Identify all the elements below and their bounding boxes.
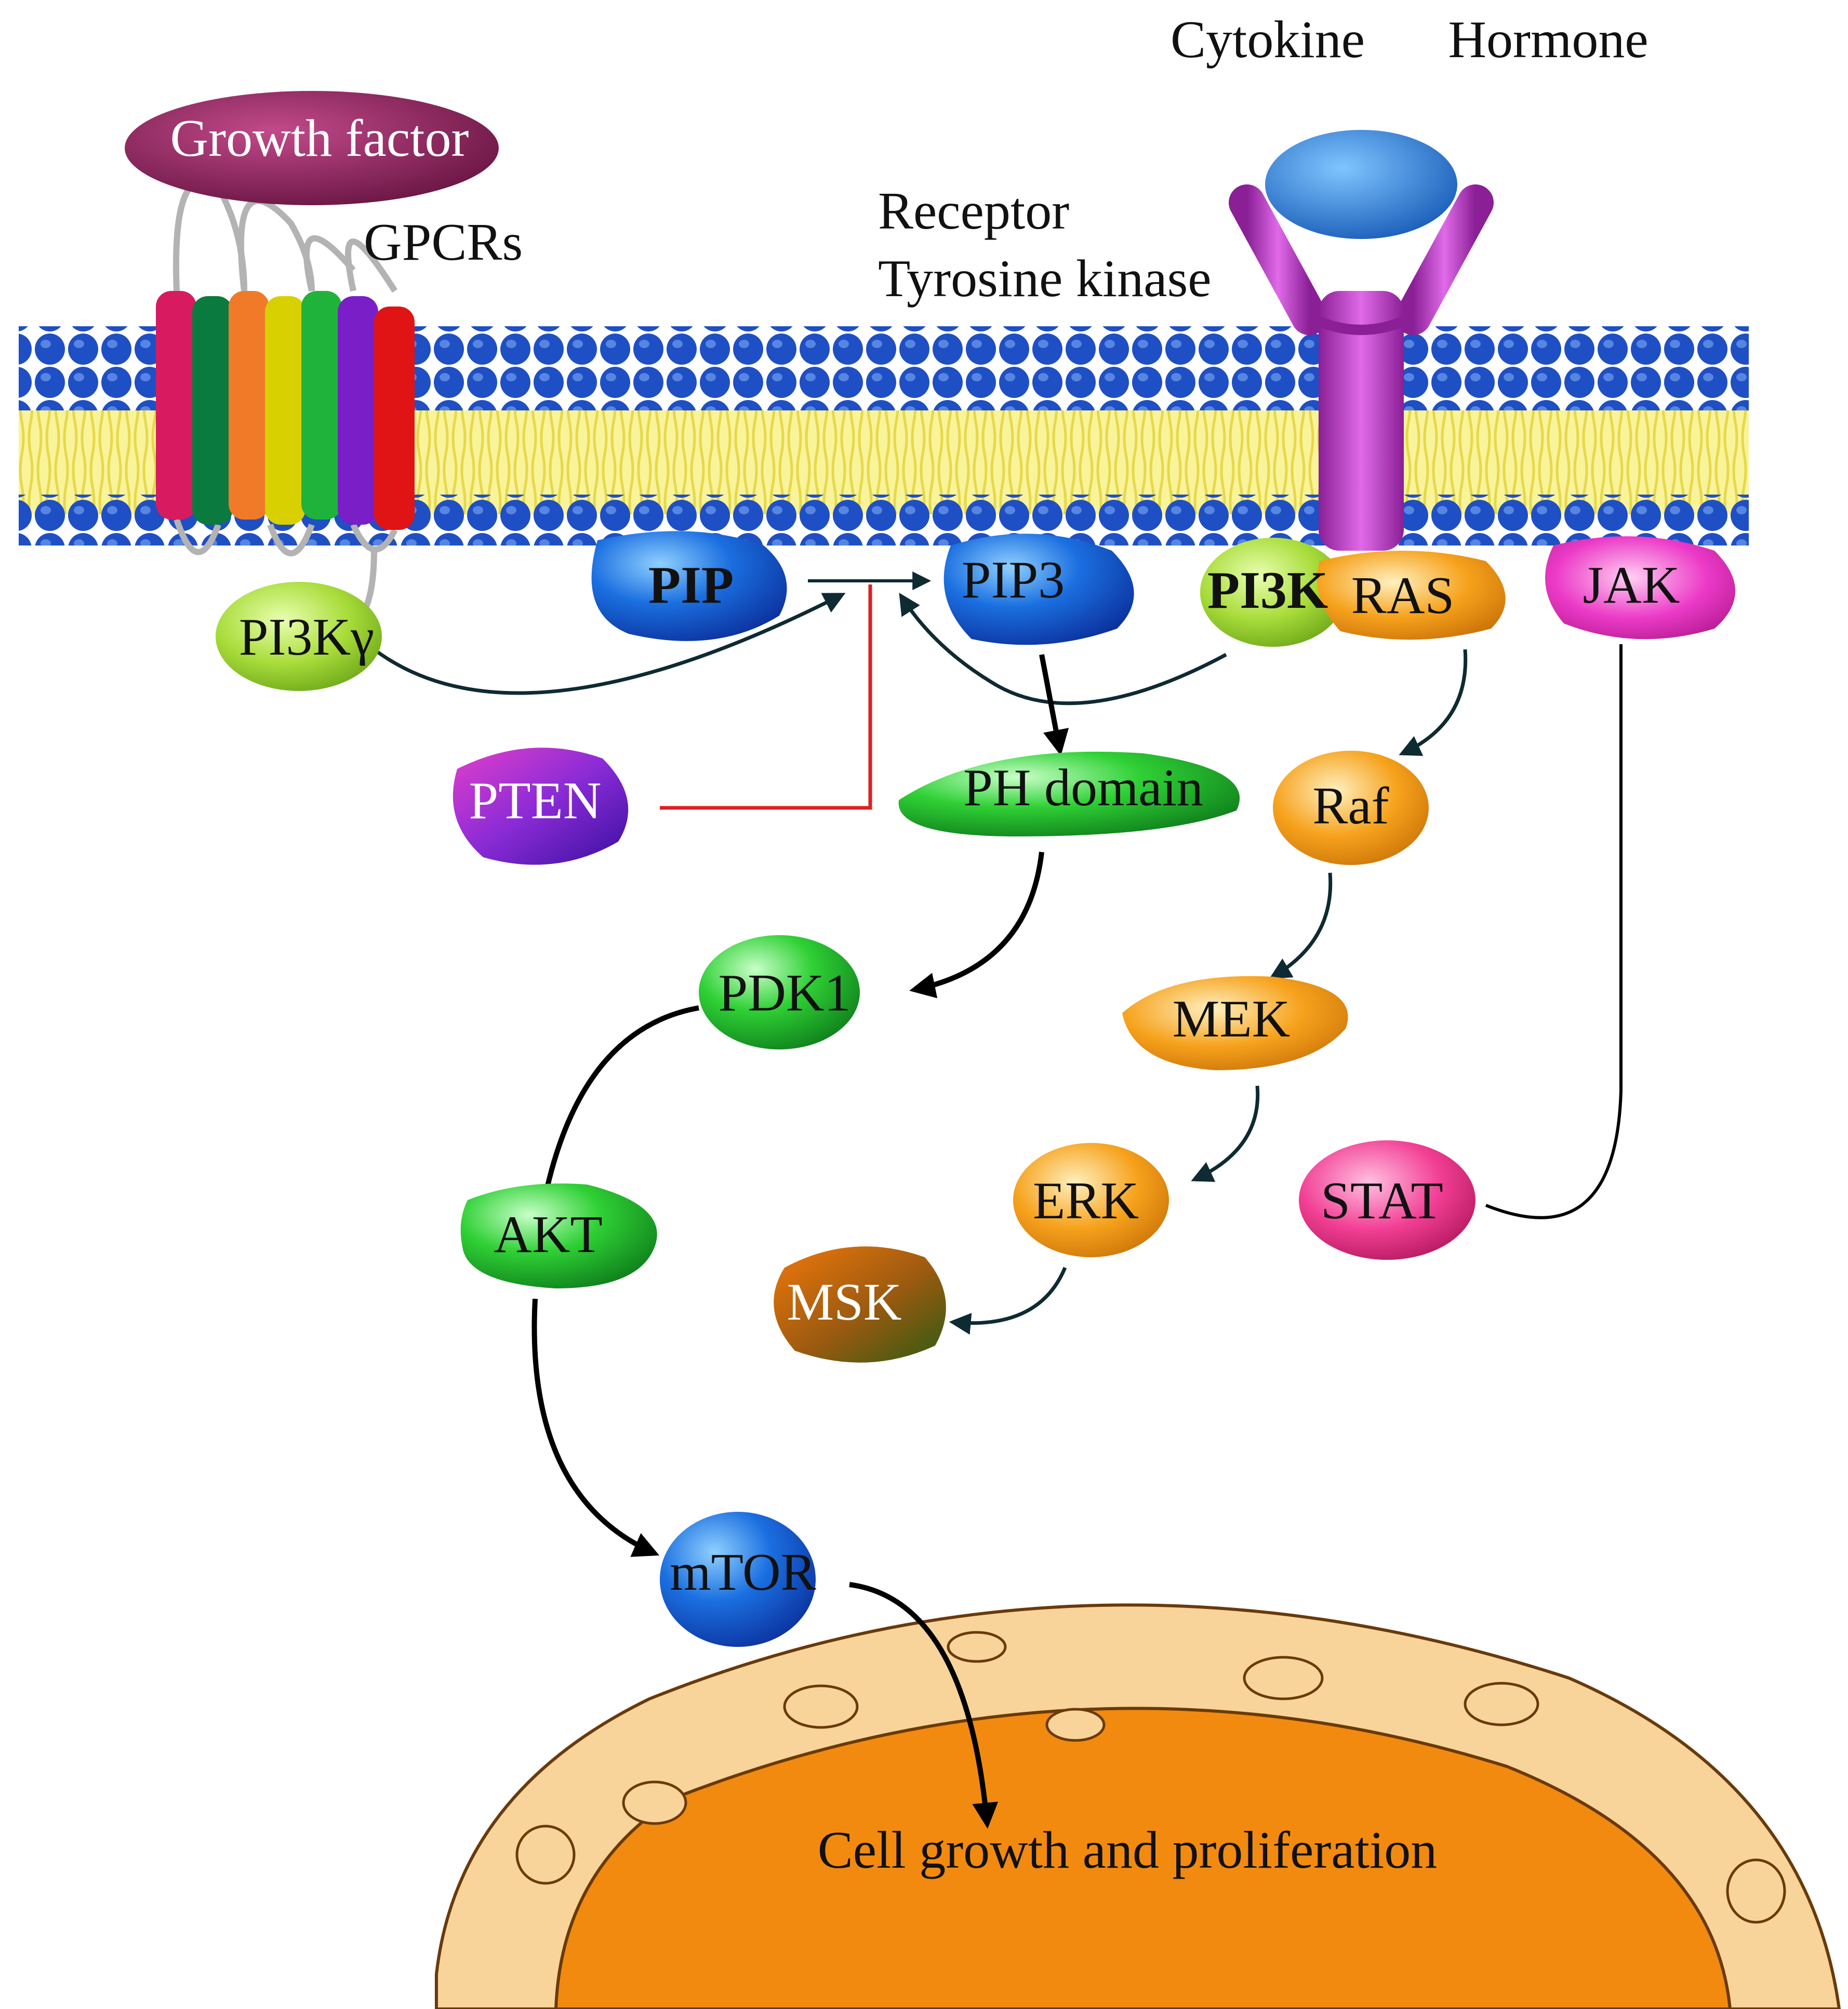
- protein-ras: RAS: [1317, 551, 1506, 640]
- growth-factor-ligand: Growth factor: [125, 91, 499, 205]
- protein-jak: JAK: [1545, 536, 1735, 640]
- protein-pip: PIP: [591, 531, 787, 641]
- cytokine-label: Cytokine: [1171, 10, 1365, 69]
- pi3k-gamma-arrow: [373, 593, 846, 695]
- protein-erk: ERK: [1013, 1143, 1169, 1257]
- hormone-label: Hormone: [1448, 10, 1648, 69]
- raf-label: Raf: [1312, 777, 1389, 835]
- protein-pi3k-gamma: PI3Kγ: [216, 582, 382, 691]
- protein-pten: PTEN: [453, 748, 629, 865]
- pten-label: PTEN: [469, 771, 602, 830]
- mtor-to-nucleus-arrow: [849, 1582, 999, 1829]
- tyrosine-kinase-label: Tyrosine kinase: [878, 249, 1212, 308]
- ras-to-raf-arrow: [1399, 649, 1468, 756]
- protein-mek: MEK: [1122, 976, 1348, 1070]
- akt-label: AKT: [494, 1205, 603, 1264]
- ph-domain-label: PH domain: [963, 759, 1203, 817]
- receptor-tyrosine-kinase: [1229, 130, 1494, 551]
- protein-akt: AKT: [460, 1183, 657, 1288]
- pip3-label: PIP3: [962, 551, 1065, 609]
- protein-pdk1: PDK1: [699, 935, 860, 1049]
- pi3k-label: PI3K: [1207, 561, 1328, 620]
- pdk1-to-akt-line: [543, 1005, 699, 1196]
- mek-label: MEK: [1173, 990, 1291, 1048]
- pten-inhibition-line: [660, 584, 872, 810]
- nucleus: [435, 1603, 1841, 2009]
- jak-to-stat-line: [1485, 644, 1623, 1219]
- cell-growth-label: Cell growth and proliferation: [818, 1821, 1438, 1880]
- nuclear-pores: [515, 1631, 1786, 1924]
- protein-pi3k: [1200, 538, 1346, 647]
- pip-label: PIP: [648, 556, 734, 615]
- pathway-connectors: [373, 571, 1623, 1829]
- protein-msk: MSK: [774, 1246, 946, 1363]
- akt-to-mtor-arrow: [531, 1298, 660, 1557]
- growth-factor-label: Growth factor: [170, 109, 469, 168]
- gpcrs-label: GPCRs: [364, 213, 523, 272]
- gpcr-receptor: [156, 178, 415, 632]
- pip3-to-ph-arrow: [1039, 654, 1069, 756]
- pi3k-arrow: [899, 592, 1227, 706]
- protein-pip3: PIP3: [943, 534, 1134, 645]
- mtor-label: mTOR: [670, 1543, 816, 1602]
- stat-label: STAT: [1321, 1172, 1443, 1230]
- protein-ph-domain: PH domain: [898, 751, 1240, 836]
- protein-mtor: mTOR: [660, 1512, 816, 1647]
- ras-label: RAS: [1351, 566, 1454, 625]
- mek-to-erk-arrow: [1191, 1085, 1260, 1182]
- erk-to-msk-arrow: [949, 1267, 1067, 1335]
- pdk1-label: PDK1: [718, 964, 850, 1022]
- pi3k-gamma-label: PI3Kγ: [239, 608, 374, 667]
- protein-raf: Raf: [1273, 751, 1429, 865]
- jak-label: JAK: [1583, 556, 1680, 615]
- receptor-label: Receptor: [878, 182, 1069, 241]
- raf-to-mek-arrow: [1269, 872, 1333, 979]
- ph-to-pdk1-arrow: [909, 852, 1044, 999]
- cytokine-ligand: [1265, 130, 1457, 239]
- msk-label: MSK: [787, 1273, 901, 1332]
- protein-stat: STAT: [1299, 1140, 1475, 1260]
- erk-label: ERK: [1033, 1172, 1139, 1230]
